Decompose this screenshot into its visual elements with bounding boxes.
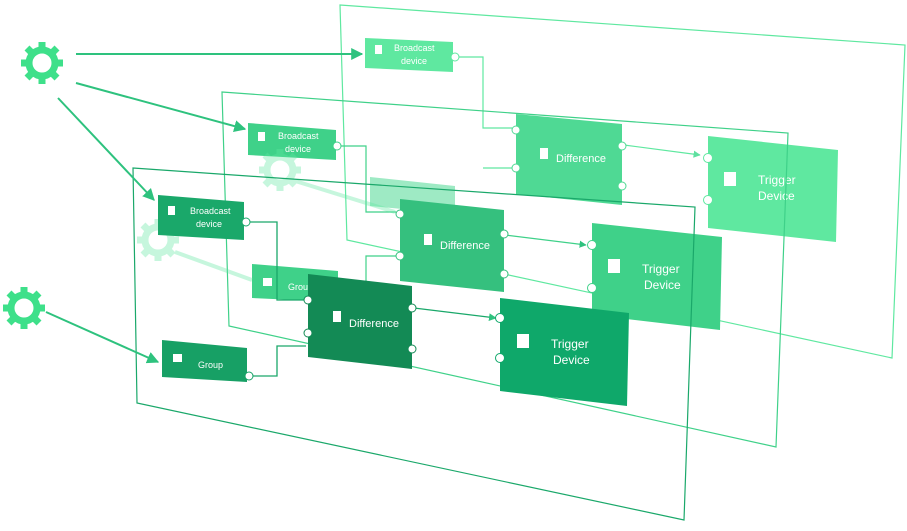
difference-node-back[interactable]: Difference — [511, 114, 627, 205]
arrow-to-broadcast-front — [57, 97, 155, 201]
difference-icon — [333, 311, 341, 322]
broadcast-node-back[interactable]: Broadcast device — [365, 38, 460, 72]
arrow-to-group-front — [45, 311, 160, 364]
trigger-label-line1: Trigger — [758, 173, 796, 187]
difference-label: Difference — [556, 153, 606, 165]
difference-node-middle[interactable]: Difference — [395, 199, 509, 292]
input-port[interactable] — [703, 195, 713, 205]
output-port[interactable] — [407, 344, 417, 354]
output-port[interactable] — [617, 181, 627, 191]
layer-frame-front — [132, 167, 696, 521]
group-label: Group — [198, 360, 223, 370]
difference-label: Difference — [440, 240, 490, 252]
trigger-label-line2: Device — [553, 353, 590, 367]
input-port[interactable] — [703, 153, 713, 163]
difference-icon — [424, 234, 432, 245]
gear-ghost-trail — [137, 149, 396, 282]
broadcast-label-line2: device — [285, 144, 311, 154]
output-port[interactable] — [407, 303, 417, 313]
output-port[interactable] — [499, 229, 509, 239]
trigger-node-back[interactable]: Trigger Device — [703, 136, 839, 242]
input-port[interactable] — [395, 209, 405, 219]
layer-middle: Broadcast device Group Difference Trigge… — [221, 91, 789, 448]
trigger-icon — [724, 172, 736, 186]
group-label: Group — [288, 282, 313, 292]
event-sources — [3, 42, 364, 364]
trigger-label-line2: Device — [644, 278, 681, 292]
broadcast-label-line1: Broadcast — [394, 43, 435, 53]
output-port[interactable] — [244, 371, 254, 381]
input-port[interactable] — [303, 328, 313, 338]
input-port[interactable] — [587, 283, 597, 293]
group-folder-icon — [263, 278, 272, 286]
group-folder-icon — [173, 354, 182, 362]
trigger-label-line1: Trigger — [551, 337, 589, 351]
trigger-label-line2: Device — [758, 189, 795, 203]
output-port[interactable] — [499, 269, 509, 279]
layer-front: Broadcast device Group Difference Trigge… — [132, 167, 696, 521]
input-port[interactable] — [495, 353, 505, 363]
input-port[interactable] — [511, 125, 521, 135]
trigger-icon — [608, 259, 620, 273]
input-port[interactable] — [511, 163, 521, 173]
broadcast-label-line2: device — [401, 56, 427, 66]
broadcast-node-middle[interactable]: Broadcast device — [248, 123, 342, 160]
input-port[interactable] — [587, 240, 597, 250]
trigger-label-line1: Trigger — [642, 262, 680, 276]
gear-icon — [3, 287, 45, 329]
input-port[interactable] — [395, 251, 405, 261]
input-port[interactable] — [303, 295, 313, 305]
broadcast-label-line1: Broadcast — [190, 206, 231, 216]
trigger-icon — [517, 334, 529, 348]
broadcast-icon — [375, 45, 382, 54]
broadcast-icon — [258, 132, 265, 141]
difference-icon — [540, 148, 548, 159]
difference-node-front[interactable]: Difference — [303, 274, 417, 369]
layer-back: Broadcast device Difference Trigger Devi… — [339, 4, 906, 359]
gear-icon — [21, 42, 63, 84]
broadcast-label-line1: Broadcast — [278, 131, 319, 141]
layer-frame-middle — [221, 91, 789, 448]
trigger-node-middle[interactable]: Trigger Device — [587, 223, 723, 330]
output-port[interactable] — [450, 52, 460, 62]
arrow-to-broadcast-middle — [75, 82, 247, 132]
output-port[interactable] — [241, 217, 251, 227]
group-node-front[interactable]: Group — [162, 340, 254, 382]
wires-front — [246, 221, 497, 377]
output-port[interactable] — [617, 141, 627, 151]
output-port[interactable] — [332, 141, 342, 151]
layer-frame-back — [339, 4, 906, 359]
broadcast-label-line2: device — [196, 219, 222, 229]
broadcast-icon — [168, 206, 175, 215]
difference-label: Difference — [349, 318, 399, 330]
wires-back — [455, 56, 701, 169]
input-port[interactable] — [495, 313, 505, 323]
broadcast-node-front[interactable]: Broadcast device — [158, 195, 251, 240]
trigger-node-front[interactable]: Trigger Device — [495, 298, 630, 406]
